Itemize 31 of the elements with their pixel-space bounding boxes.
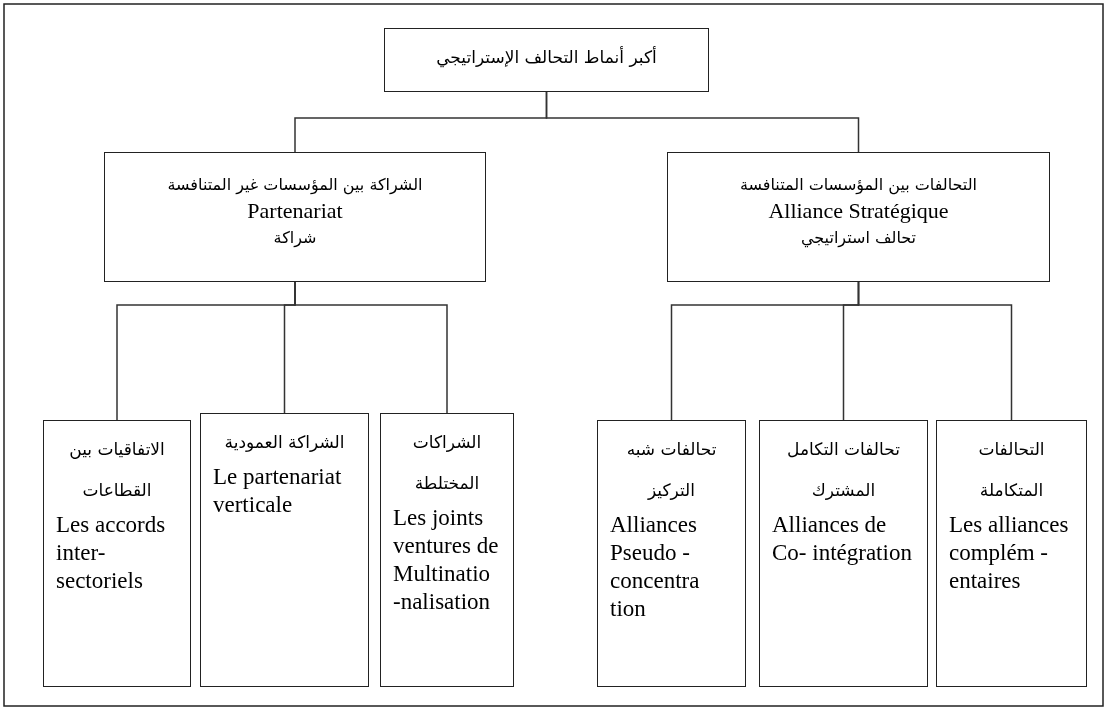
box-text: تحالفات التكامل المشترك <box>786 438 901 502</box>
box-text: Alliances de Co- intégration <box>772 511 913 567</box>
box-text: Le partenariat verticale <box>213 463 343 519</box>
connector-line <box>294 281 448 414</box>
category-box <box>667 152 1050 282</box>
connector-line <box>545 91 860 153</box>
box-text: تحالفات شبه التركيز <box>625 438 718 502</box>
box-text: Les accords inter- sectoriels <box>56 511 167 595</box>
box-text: Alliances Pseudo - concentra tion <box>610 511 701 623</box>
box-text: الشراكة بين المؤسسات غير المتنافسة <box>167 175 423 194</box>
box-text: Les joints ventures de Multinatio -nalisation <box>393 504 500 616</box>
category-box <box>759 420 928 687</box>
box-text: شراكة <box>273 228 317 247</box>
category-box <box>43 420 191 687</box>
connector-line <box>857 281 1013 421</box>
category-box <box>384 28 709 92</box>
category-box <box>200 413 369 687</box>
box-text: أكبر أنماط التحالف الإستراتيجي <box>435 47 658 67</box>
category-box <box>597 420 746 687</box>
box-text: الاتفاقيات بين القطاعات <box>68 438 166 502</box>
box-text: Partenariat <box>247 198 343 224</box>
box-text: تحالف استراتيجي <box>800 228 917 247</box>
category-box <box>380 413 514 687</box>
box-text: Les alliances complém -entaires <box>949 511 1070 595</box>
box-text: الشراكة العمودية <box>223 431 346 454</box>
box-text: التحالفات بين المؤسسات المتنافسة <box>740 175 977 194</box>
category-box <box>936 420 1087 687</box>
box-text: التحالفات المتكاملة <box>977 438 1046 502</box>
box-text: الشراكات المختلطة <box>411 431 483 495</box>
box-text: Alliance Stratégique <box>768 198 949 224</box>
category-box <box>104 152 486 282</box>
